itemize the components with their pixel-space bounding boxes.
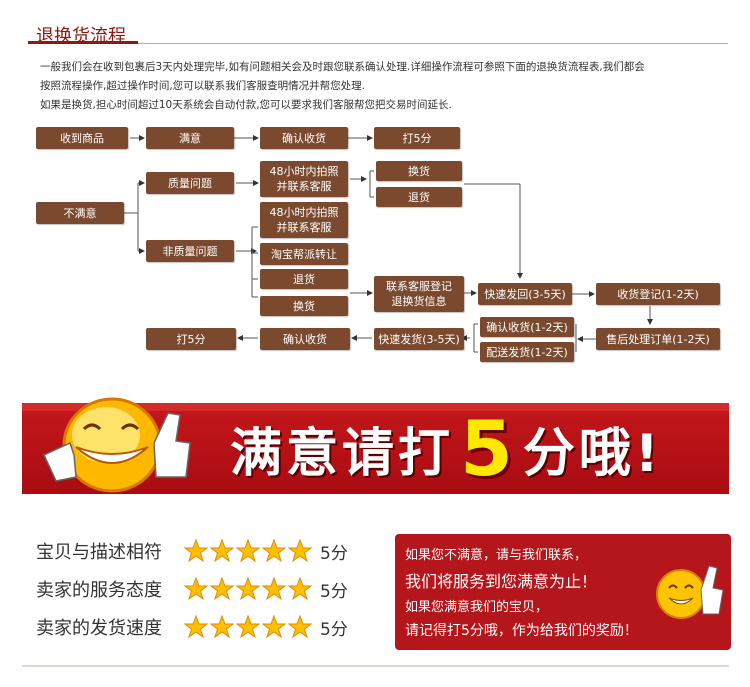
flow-receive-register: 收货登记(1-2天) [596, 283, 720, 305]
flow-exchange-top: 换货 [376, 161, 462, 181]
flow-register-line1: 联系客服登记 [386, 280, 452, 293]
rating-label: 卖家的发货速度 [36, 618, 162, 639]
thumbs-up-smiley-icon [656, 565, 724, 619]
flow-register-line2: 退换货信息 [391, 295, 447, 308]
rating-score: 5分 [320, 543, 348, 564]
star-icon [262, 615, 286, 639]
flow-photo2-line1: 48小时内拍照 [269, 206, 339, 219]
contact-line-1: 如果您不满意，请与我们联系， [405, 548, 588, 563]
flow-return-top: 退货 [376, 187, 462, 207]
flow-aftersale-order: 售后处理订单(1-2天) [596, 328, 720, 350]
star-icon [210, 577, 234, 601]
flow-photo-contact-2: 48小时内拍照 并联系客服 [260, 202, 348, 238]
star-group [184, 577, 312, 601]
flow-taobao-transfer: 淘宝帮派转让 [260, 243, 348, 265]
star-group [184, 615, 312, 639]
star-icon [184, 577, 208, 601]
flow-satisfied: 满意 [146, 127, 234, 149]
flow-confirm-mid: 确认收货(1-2天) [480, 317, 574, 337]
rating-row-service: 卖家的服务态度 5分 [36, 574, 348, 604]
star-icon [288, 539, 312, 563]
rating-label: 卖家的服务态度 [36, 580, 162, 601]
star-icon [210, 615, 234, 639]
star-group [184, 539, 312, 563]
flow-confirm-top: 确认收货 [260, 127, 348, 149]
flow-fast-ship: 快速发货(3-5天) [374, 328, 464, 350]
flow-photo-contact-1: 48小时内拍照 并联系客服 [260, 161, 348, 197]
flow-photo1-line1: 48小时内拍照 [269, 165, 339, 178]
flow-unsatisfied: 不满意 [36, 202, 124, 224]
star-icon [288, 577, 312, 601]
rating-score: 5分 [320, 619, 348, 640]
contact-line-3: 如果您满意我们的宝贝， [405, 600, 549, 615]
flow-rate-top: 打5分 [374, 127, 460, 149]
star-icon [262, 577, 286, 601]
flow-received: 收到商品 [36, 127, 128, 149]
flow-connectors [124, 135, 653, 353]
rating-score: 5分 [320, 581, 348, 602]
flow-quality-issue: 质量问题 [146, 172, 234, 194]
title-divider [28, 41, 728, 44]
flow-photo1-line2: 并联系客服 [276, 180, 332, 193]
intro-line-1: 一般我们会在收到包裹后3天内处理完毕,如有问题相关会及时跟您联系确认处理.详细操… [40, 61, 645, 73]
contact-line-4: 请记得打5分哦，作为给我们的奖励！ [405, 623, 638, 639]
flow-confirm-bottom: 确认收货 [260, 328, 350, 350]
star-icon [184, 615, 208, 639]
flow-rate-bottom: 打5分 [146, 328, 236, 350]
flow-deliver-mid: 配送发货(1-2天) [480, 342, 574, 362]
rating-row-shipping: 卖家的发货速度 5分 [36, 612, 348, 642]
star-icon [262, 539, 286, 563]
star-icon [236, 615, 260, 639]
banner-number: 5 [460, 403, 517, 493]
flow-return-mid: 退货 [260, 269, 348, 289]
star-icon [210, 539, 234, 563]
star-icon [184, 539, 208, 563]
rating-label: 宝贝与描述相符 [36, 542, 162, 563]
contact-line-2: 我们将服务到您满意为止！ [405, 572, 598, 591]
intro-text: 一般我们会在收到包裹后3天内处理完毕,如有问题相关会及时跟您联系确认处理.详细操… [40, 58, 720, 115]
banner-text-after: 分哦! [522, 423, 663, 484]
flow-exchange-mid: 换货 [260, 296, 348, 316]
footer-divider [22, 665, 729, 667]
flow-photo2-line2: 并联系客服 [276, 221, 332, 234]
intro-line-3: 如果是换货,担心时间超过10天系统会自动付款,您可以要求我们客服帮您把交易时间延… [40, 99, 452, 111]
contact-panel: 如果您不满意，请与我们联系， 我们将服务到您满意为止！ 如果您满意我们的宝贝， … [395, 534, 731, 650]
rating-row-description: 宝贝与描述相符 5分 [36, 536, 348, 566]
banner-slogan: 满意请打 5 分哦! [230, 404, 663, 493]
flow-ship-back: 快速发回(3-5天) [478, 283, 572, 305]
banner-stripe [22, 403, 729, 411]
star-icon [236, 539, 260, 563]
flow-non-quality-issue: 非质量问题 [146, 240, 234, 262]
star-icon [236, 577, 260, 601]
intro-line-2: 按照流程操作,超过操作时间,您可以联系我们客服查明情况并帮您处理. [40, 80, 366, 92]
flow-register-info: 联系客服登记 退换货信息 [374, 276, 464, 312]
banner-text-before: 满意请打 [230, 423, 455, 484]
star-icon [288, 615, 312, 639]
thumbs-up-smiley-icon [43, 397, 191, 493]
